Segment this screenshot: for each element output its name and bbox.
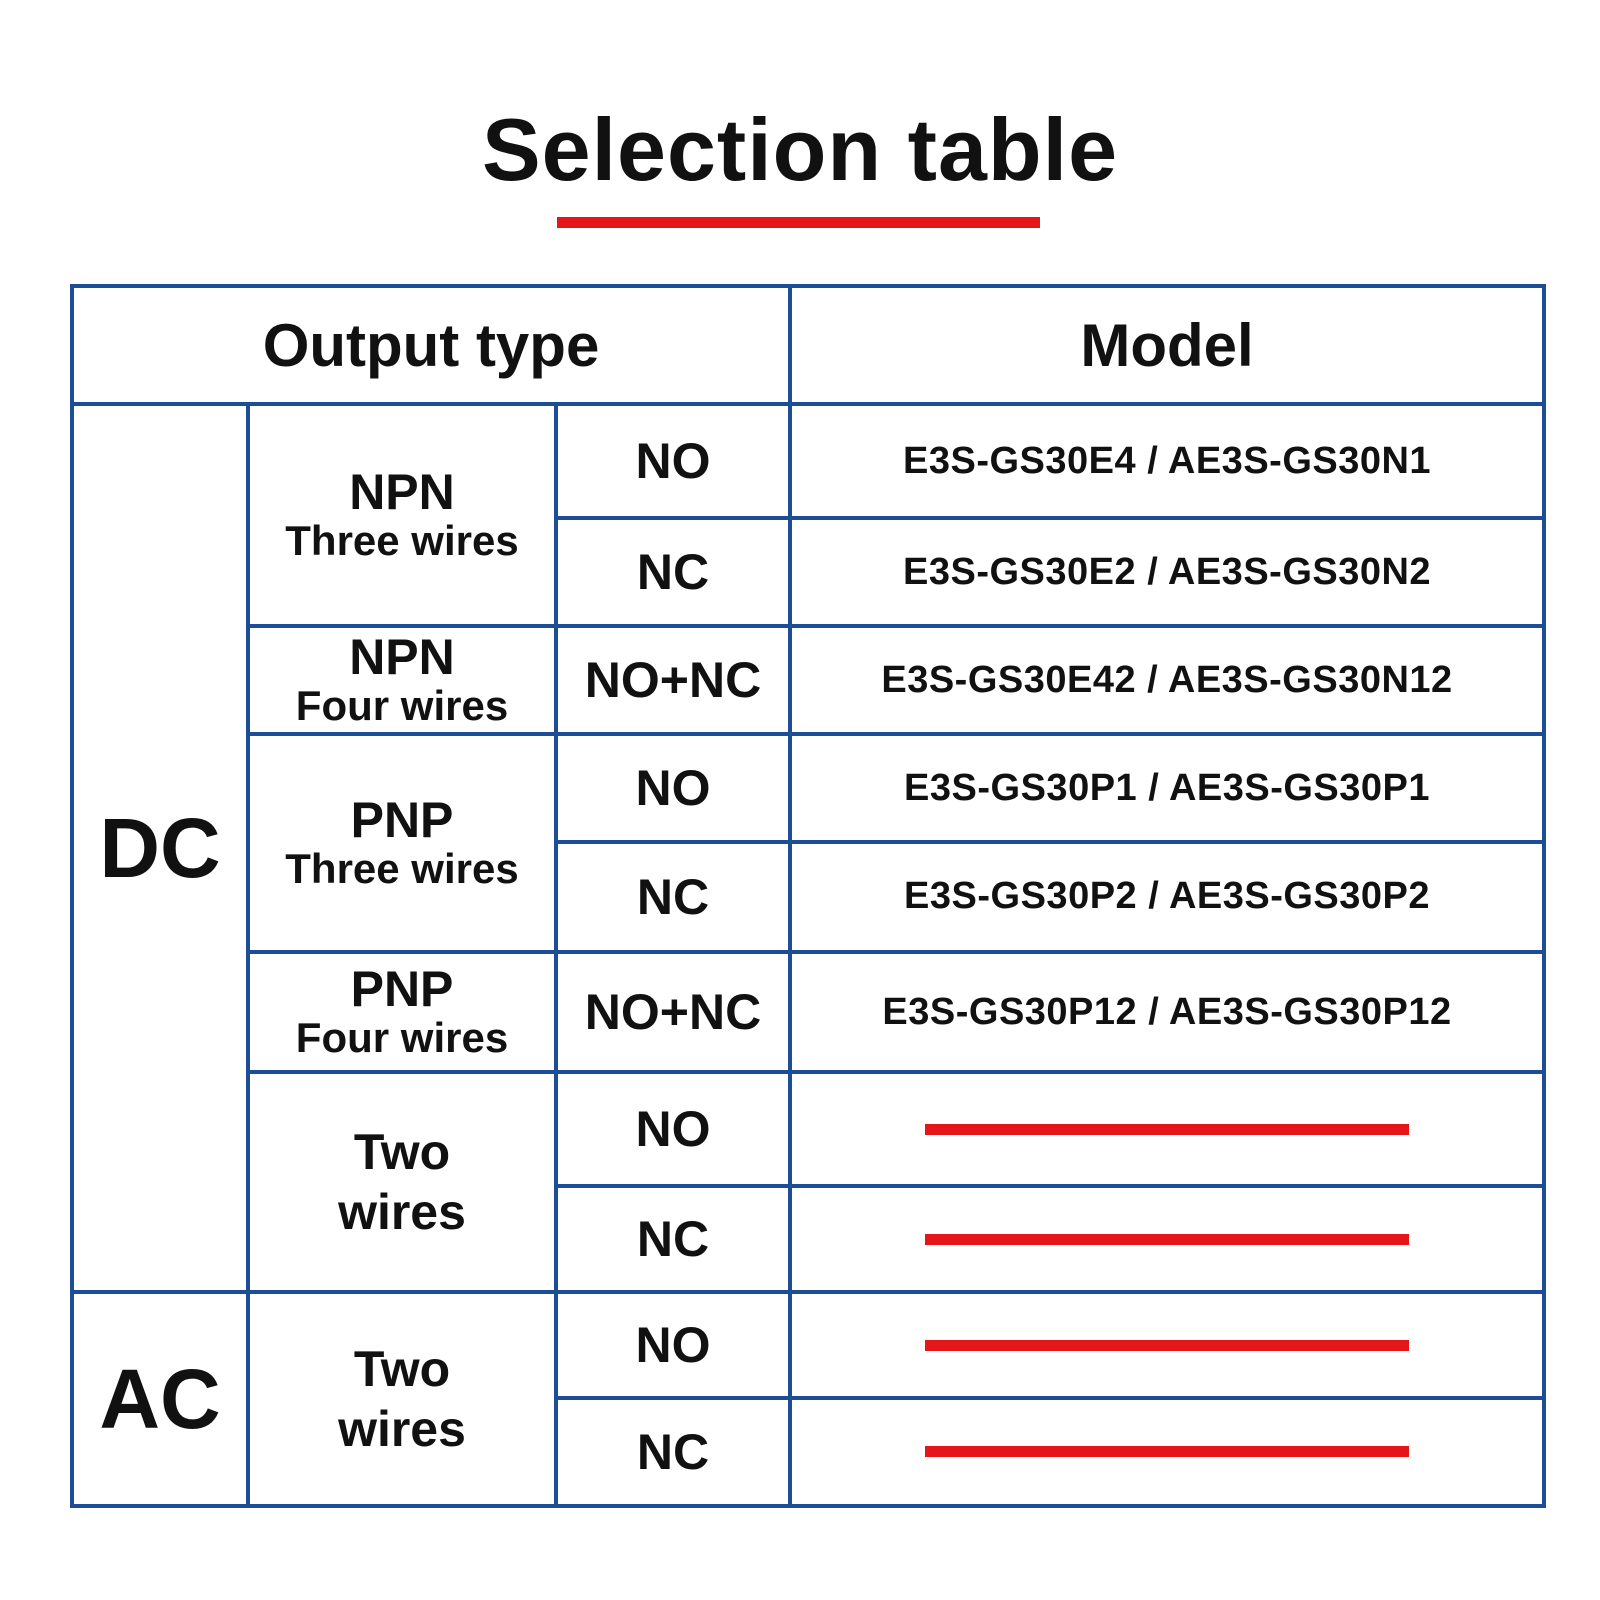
ac-two-wires-cell: Two wires xyxy=(246,1290,558,1508)
switch-cell: NO xyxy=(553,1290,793,1400)
table-row: AC Two wires NO xyxy=(70,1290,1547,1508)
model-cell: E3S-GS30P1 / AE3S-GS30P1 xyxy=(788,732,1547,844)
switch-cell: NC xyxy=(553,1184,793,1295)
page-title: Selection table xyxy=(481,100,1119,199)
dc-two-wires-cell: Two wires xyxy=(246,1070,558,1295)
wire-count-number: Two xyxy=(353,1124,451,1181)
pnp-four-wires-cell: PNP Four wires xyxy=(246,949,558,1075)
table-row: PNP Four wires NO+NC E3S-GS30P12 / AE3S-… xyxy=(72,949,1547,1075)
not-available-dash xyxy=(925,1233,1410,1245)
model-cell: E3S-GS30E2 / AE3S-GS30N2 xyxy=(788,516,1547,629)
dc-cell: DC xyxy=(70,402,250,1295)
wire-type-name: NPN xyxy=(349,464,455,521)
wire-type-name: PNP xyxy=(350,792,454,848)
npn-four-wires-cell: NPN Four wires xyxy=(246,624,558,737)
table-row: NPN Four wires NO+NC E3S-GS30E42 / AE3S-… xyxy=(72,624,1547,737)
model-cell-empty xyxy=(788,1290,1547,1400)
switch-cell: NO xyxy=(553,1070,793,1189)
model-cell: E3S-GS30P12 / AE3S-GS30P12 xyxy=(788,949,1547,1075)
model-header: Model xyxy=(788,283,1547,407)
switch-cell: NO xyxy=(553,732,793,844)
wire-count-label: Three wires xyxy=(285,845,519,892)
wire-count-label: Three wires xyxy=(285,517,519,565)
table-row: NC E3S-GS30P2 / AE3S-GS30P2 xyxy=(72,839,1547,954)
not-available-dash xyxy=(925,1339,1410,1351)
table-row: DC NPN Three wires NO E3S-GS30E4 / AE3S-… xyxy=(70,402,1547,1295)
not-available-dash xyxy=(925,1446,1410,1458)
model-cell: E3S-GS30E4 / AE3S-GS30N1 xyxy=(788,402,1547,521)
table-row: PNP Three wires NO E3S-GS30P1 / AE3S-GS3… xyxy=(72,732,1547,954)
switch-cell: NO+NC xyxy=(553,949,793,1075)
switch-cell: NC xyxy=(553,839,793,954)
wire-count-label: Four wires xyxy=(295,682,509,730)
selection-table: Output type Model DC NPN Three wires NO … xyxy=(69,283,1547,1509)
wire-type-name: NPN xyxy=(349,629,455,686)
switch-cell: NC xyxy=(553,1395,793,1509)
wire-count-unit: wires xyxy=(338,1401,466,1458)
model-cell-empty xyxy=(788,1070,1547,1189)
npn-three-wires-cell: NPN Three wires xyxy=(246,402,558,629)
wire-type-name: PNP xyxy=(350,961,454,1018)
switch-cell: NO+NC xyxy=(553,624,793,737)
table-row: NC xyxy=(72,1184,1547,1295)
table-header-row: Output type Model xyxy=(69,283,1547,407)
model-cell: E3S-GS30E42 / AE3S-GS30N12 xyxy=(788,624,1547,737)
model-cell-empty xyxy=(788,1184,1547,1295)
model-cell-empty xyxy=(788,1395,1547,1509)
table-row: NC xyxy=(72,1395,1547,1509)
pnp-three-wires-cell: PNP Three wires xyxy=(246,732,558,954)
switch-cell: NO xyxy=(553,402,793,521)
not-available-dash xyxy=(925,1123,1410,1135)
title-underline xyxy=(557,217,1040,228)
model-cell: E3S-GS30P2 / AE3S-GS30P2 xyxy=(788,839,1547,954)
table-row: Two wires NO xyxy=(72,1070,1547,1295)
output-type-header: Output type xyxy=(69,283,793,407)
switch-cell: NC xyxy=(553,516,793,629)
table-row: NC E3S-GS30E2 / AE3S-GS30N2 xyxy=(72,516,1547,629)
ac-cell: AC xyxy=(70,1290,250,1508)
wire-count-number: Two xyxy=(353,1341,451,1398)
wire-count-unit: wires xyxy=(338,1184,466,1241)
wire-count-label: Four wires xyxy=(295,1014,509,1062)
